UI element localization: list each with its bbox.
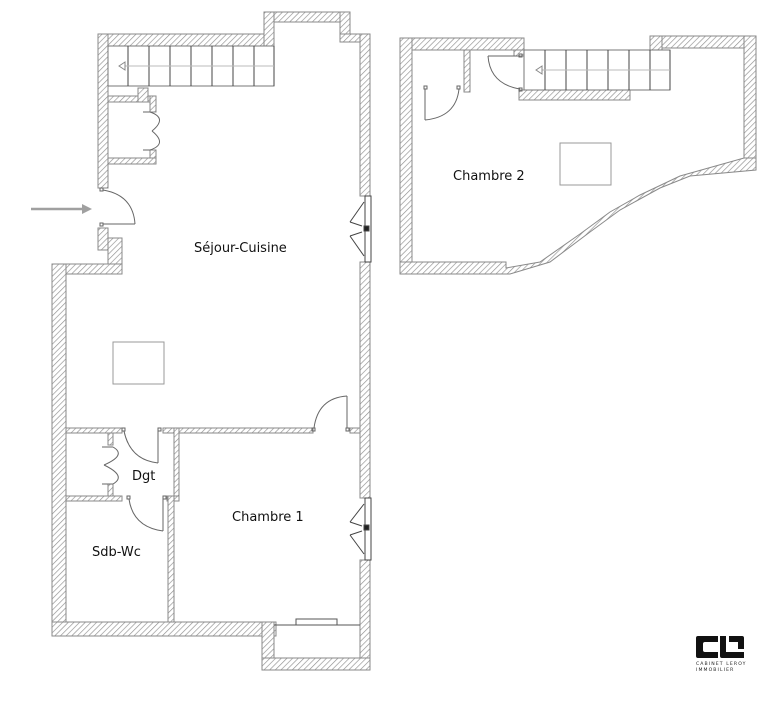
stair-direction-icon xyxy=(535,65,543,75)
wall xyxy=(359,559,371,669)
room-label-chambre-2: Chambre 2 xyxy=(453,169,525,184)
window-icon xyxy=(349,195,372,263)
logo-line2: IMMOBILIER xyxy=(696,668,735,673)
wall xyxy=(518,89,631,101)
wall xyxy=(359,261,371,499)
wall xyxy=(399,37,525,51)
wall xyxy=(399,37,413,275)
sdb-door-icon xyxy=(126,495,167,532)
entrance-arrow-icon xyxy=(31,204,92,214)
wall xyxy=(743,35,757,171)
window-icon xyxy=(349,497,372,561)
wall xyxy=(463,49,471,93)
room-label-sdb-wc: Sdb-Wc xyxy=(92,545,141,560)
room-label-dgt: Dgt xyxy=(132,469,156,484)
cl-logo-icon xyxy=(696,636,744,658)
wall xyxy=(261,657,371,671)
wall xyxy=(149,95,157,113)
cupboard-door-icon xyxy=(423,85,461,121)
room-label-sejour-cuisine: Séjour-Cuisine xyxy=(194,241,287,256)
wall xyxy=(649,35,663,51)
wall xyxy=(399,157,757,275)
cabinet-leroy-logo: CABINET LEROY IMMOBILIER xyxy=(696,636,756,674)
wall xyxy=(162,427,314,434)
wall xyxy=(97,33,267,47)
wall xyxy=(107,95,157,103)
window-icon xyxy=(274,618,360,626)
wall xyxy=(137,87,149,103)
wall xyxy=(65,495,123,502)
wall xyxy=(107,157,157,165)
wall xyxy=(107,483,114,497)
room-label-chambre-1: Chambre 1 xyxy=(232,510,304,525)
skylight-icon xyxy=(112,341,165,385)
wall xyxy=(359,33,371,197)
cupboard-door-icon xyxy=(102,446,119,485)
wall xyxy=(51,263,67,637)
skylight-icon xyxy=(559,142,612,186)
wall xyxy=(107,432,114,446)
upper-floor xyxy=(399,35,757,275)
wall xyxy=(97,33,109,189)
wall xyxy=(263,11,275,47)
cupboard-door-icon xyxy=(143,111,160,151)
wall xyxy=(51,621,277,637)
wall xyxy=(173,427,180,501)
staircase xyxy=(523,49,671,91)
logo-line1: CABINET LEROY xyxy=(696,662,747,667)
wall xyxy=(167,495,175,623)
entrance-door-icon xyxy=(99,187,136,227)
wall xyxy=(349,427,361,434)
wall xyxy=(97,227,109,251)
dgt-door-icon xyxy=(121,427,162,464)
wall xyxy=(65,427,123,434)
stair-direction-icon xyxy=(118,61,126,71)
wall xyxy=(263,11,351,23)
stair-door-icon xyxy=(487,53,523,92)
chambre-1-door-icon xyxy=(311,395,350,432)
staircase xyxy=(107,45,275,87)
wall xyxy=(649,35,757,49)
ground-floor xyxy=(51,11,371,671)
